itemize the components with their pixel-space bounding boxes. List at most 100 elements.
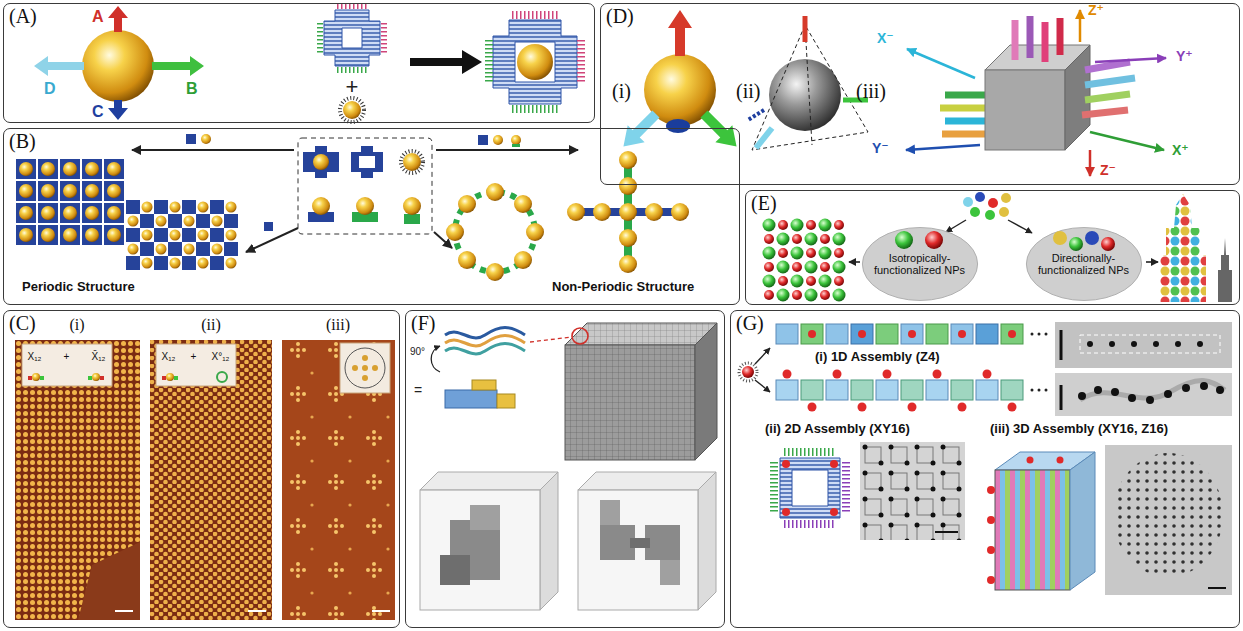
arrow-label: D [44,80,56,98]
dna-frame [512,105,558,113]
assembly-results [1055,373,1232,416]
assembly-results [1031,333,1034,336]
afm-images [28,376,32,380]
panel-label: (A) [9,5,37,27]
assembly-scheme [526,223,544,241]
assembly-results [783,370,792,379]
dna-brick-scheme [540,472,558,610]
afm-images [282,340,395,620]
dna-cube-frame [945,118,985,125]
axis-label: Z⁺ [1088,2,1104,18]
axis-label: Z⁻ [1100,162,1116,178]
axis-label: Y⁻ [872,140,889,156]
superlattice-scheme [1001,193,1011,203]
dna-frame [337,3,367,9]
assembly-scheme [403,153,421,171]
assembly-results [860,442,965,540]
assembly-results [1055,322,1232,368]
assembly-results [883,370,892,379]
afm-images [372,365,378,371]
assembly-results [901,380,923,400]
dna-cube-frame [1027,16,1034,58]
afm-images [15,340,140,620]
assembly-caption: (iii) 3D Assembly (XY16, Z16) [990,422,1168,437]
dna-frame [493,20,577,104]
assembly-results [1197,341,1203,347]
assembly-scheme [486,263,504,281]
assembly-results [951,380,973,400]
assembly-scheme [671,203,689,221]
assembly-results [784,520,836,528]
assembly-results [958,330,966,338]
assembly-results [755,348,770,364]
panel-frame: (E)Isotropically-functionalized NPsDirec… [745,190,1240,305]
assembly-results [1087,341,1093,347]
assembly-results [860,442,965,540]
panel-sublabel: (i) [69,316,84,334]
panel-sublabel: (i) [612,80,631,103]
plus-sign: + [346,76,359,98]
assembly-results [1175,341,1181,347]
assembly-results [1094,386,1102,394]
assembly-scheme [264,222,273,231]
dna-frame [337,67,367,73]
assembly-scheme [246,228,298,252]
dna-cube-frame [1082,110,1128,115]
dna-brick-scheme [572,328,588,344]
assembly-scheme [356,197,374,215]
assembly-results [983,370,992,379]
assembly-results [770,462,778,514]
dna-frame [512,11,558,19]
assembly-scheme [303,146,339,178]
anisotropic-particle [108,6,128,32]
dna-brick-scheme [645,525,680,560]
text-holder: (D) [606,5,634,27]
superlattice-scheme [1008,220,1032,233]
dna-brick-scheme [497,394,515,408]
assembly-scheme [567,203,585,221]
assembly-results [1008,403,1017,412]
blob-outline [862,227,977,300]
assembly-results [987,546,995,554]
nanoparticle [1053,231,1067,245]
text-holder: (C) [9,312,36,334]
superlattice-scheme [970,207,980,217]
dna-brick-scheme [431,346,440,372]
text-holder: X₁₂+X̄₁₂ [24,346,110,368]
assembly-results [987,516,995,524]
tetrahedral-particle [748,16,868,150]
panel-label: (G) [736,312,764,334]
dna-cube-frame [1085,78,1135,85]
assembly-results [1038,333,1041,336]
assembly-scheme [446,223,464,241]
panel-frame: (A) [3,3,595,123]
assembly-results [1001,324,1023,344]
panel-frame: (D) [600,3,1240,185]
nanoparticle [895,231,913,249]
assembly-results [876,380,898,400]
valence-particle [615,10,745,155]
assembly-results [951,324,973,344]
assembly-results [933,370,942,379]
anisotropic-particle [34,6,204,120]
assembly-results [908,403,917,412]
assembly-results [1045,333,1048,336]
afm-images [166,373,174,381]
panel-sublabel: (iii) [326,316,350,334]
dna-brick-scheme [565,323,717,345]
dna-brick-scheme [565,345,695,460]
afm-images [345,348,385,388]
assembly-results [780,458,840,518]
afm-images [217,372,227,382]
tetrahedral-particle [769,59,841,131]
assembly-results [1182,384,1190,392]
assembly-results [755,380,770,392]
assembly-results [742,366,754,378]
dna-cube-frame [1089,150,1092,176]
nanoparticle [1101,237,1115,251]
afm-images [32,373,40,381]
tetrahedral-particle [752,25,868,150]
afm-inset: X₁₂+X̄₁₂ [24,346,110,368]
